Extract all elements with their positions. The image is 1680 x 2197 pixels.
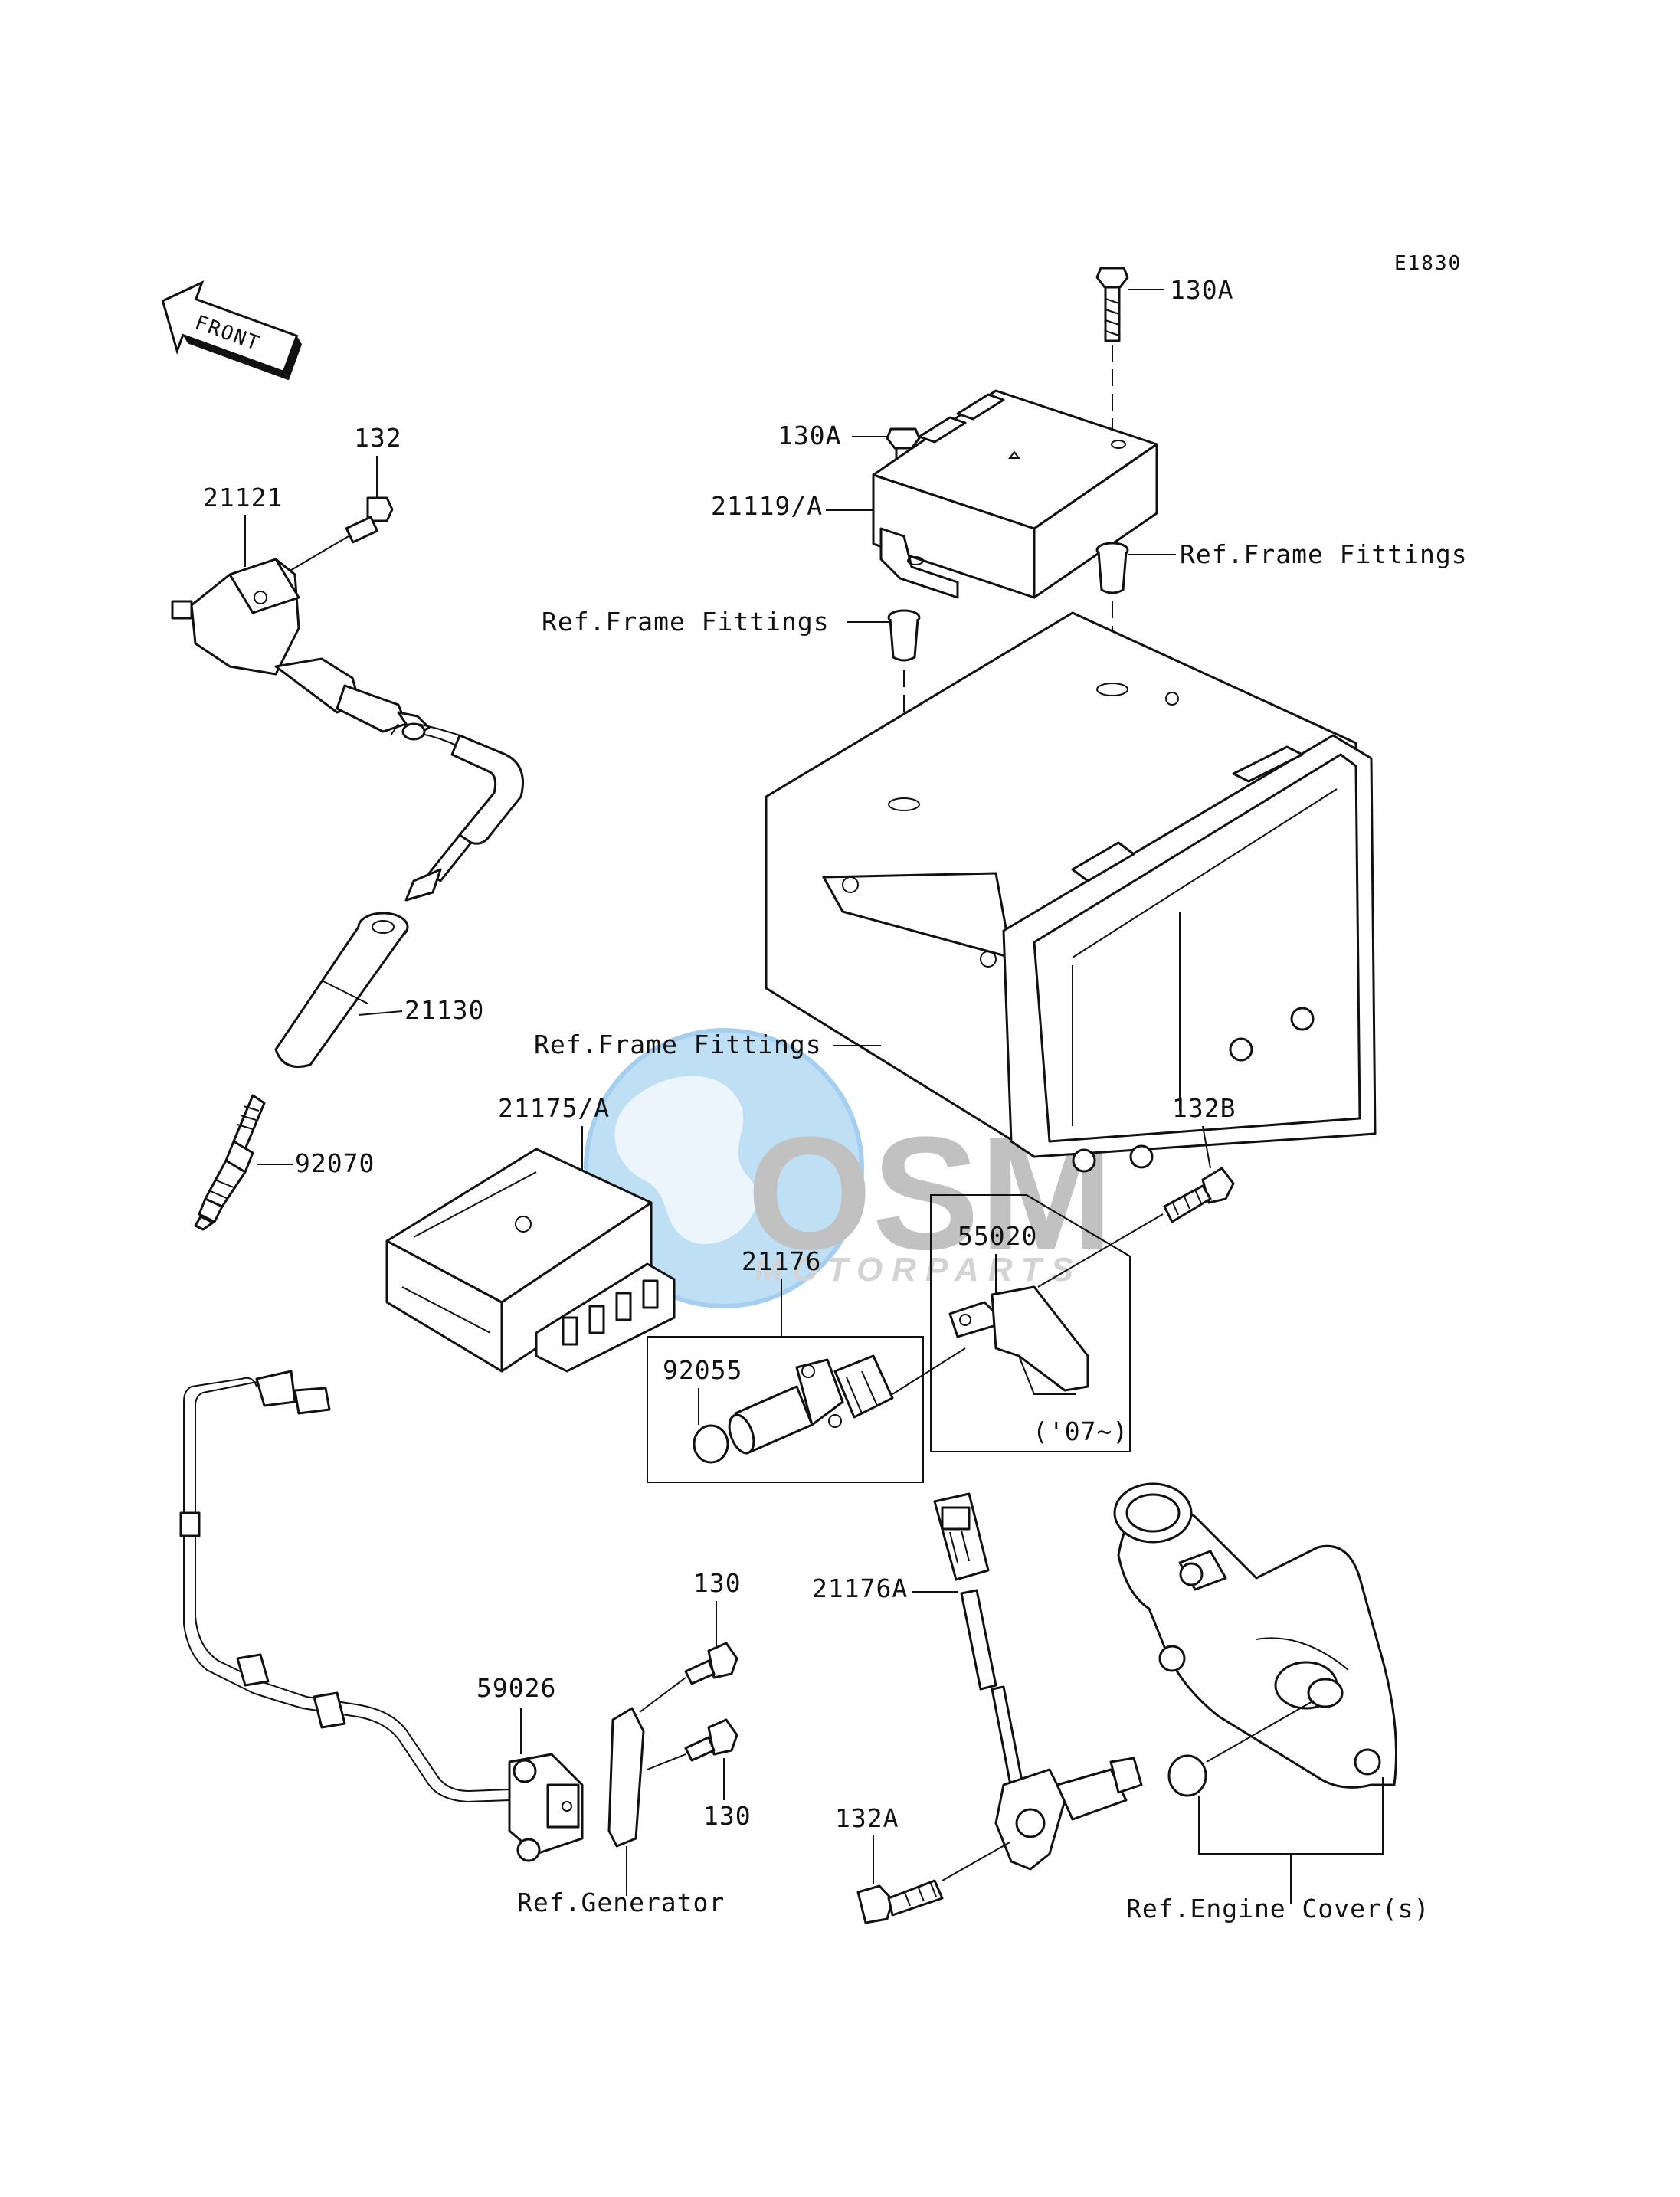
bolt-132-label: 132 (354, 423, 402, 453)
ref-generator: Ref.Generator (517, 1888, 725, 1917)
engine-cover-oring-icon (1167, 1754, 1207, 1797)
bracket-box (930, 1194, 1131, 1452)
speed-sensor-box (647, 1336, 924, 1483)
engine-cover (1113, 1482, 1397, 1789)
pickup-harness (179, 1370, 510, 1803)
spark-plug-label: 92070 (295, 1148, 375, 1178)
battery-case (765, 611, 1377, 1173)
year-note: ('07~) (1033, 1416, 1128, 1446)
bolt-130a-right-icon (1095, 267, 1129, 342)
bolt-130-top-icon (684, 1642, 738, 1685)
bolt-132b-icon (1163, 1167, 1235, 1223)
coil-lead-wire (390, 722, 524, 902)
bolt-132b-label: 132B (1172, 1093, 1236, 1123)
sensor-21176a-label: 21176A (812, 1573, 908, 1603)
bolt-132a-label: 132A (835, 1803, 899, 1833)
bracket-label: 55020 (958, 1221, 1037, 1251)
engine-cover-bracket-line (1198, 1777, 1384, 1855)
generator-cover-plate (607, 1707, 645, 1848)
cdi-unit (385, 1148, 676, 1373)
watermark-sub: MOTORPARTS (755, 1251, 1082, 1288)
sensor-21176a (933, 1492, 1143, 1871)
bolt-130-bottom-label: 130 (703, 1801, 752, 1831)
ref-frame-fittings-right: Ref.Frame Fittings (1180, 539, 1468, 569)
pickup-coil-label: 59026 (476, 1673, 556, 1703)
plug-cap-label: 21130 (404, 995, 484, 1025)
regulator-label: 21119/A (711, 491, 823, 521)
speed-sensor-label: 21176 (742, 1246, 821, 1276)
bolt-130-top-label: 130 (693, 1568, 742, 1598)
oring-label: 92055 (663, 1355, 742, 1385)
grommet-left-icon (887, 609, 921, 662)
grommet-right-icon (1095, 542, 1129, 594)
ref-frame-fittings-box: Ref.Frame Fittings (534, 1030, 822, 1059)
diagram-code: E1830 (1394, 252, 1462, 275)
ref-engine-cover: Ref.Engine Cover(s) (1126, 1894, 1430, 1924)
bolt-132-icon (345, 496, 394, 544)
plug-cap (274, 912, 409, 1068)
oring-icon (693, 1424, 729, 1464)
bolt-130a-left-label: 130A (778, 421, 841, 450)
ignition-coil-label: 21121 (203, 483, 283, 512)
watermark-globe (584, 1028, 864, 1308)
pickup-coil (508, 1753, 584, 1862)
sensor-bracket (948, 1285, 1089, 1395)
bolt-130-bottom-icon (684, 1718, 738, 1762)
bolt-130a-right-label: 130A (1170, 275, 1233, 305)
regulator-rectifier (872, 389, 1158, 599)
bolt-132a-icon (856, 1879, 944, 1924)
cdi-unit-label: 21175/A (498, 1093, 610, 1123)
ref-frame-fittings-left: Ref.Frame Fittings (542, 607, 830, 637)
front-arrow-icon: FRONT (161, 280, 303, 381)
speed-sensor (728, 1354, 894, 1455)
ignition-coil (171, 558, 460, 748)
spark-plug (194, 1094, 266, 1231)
